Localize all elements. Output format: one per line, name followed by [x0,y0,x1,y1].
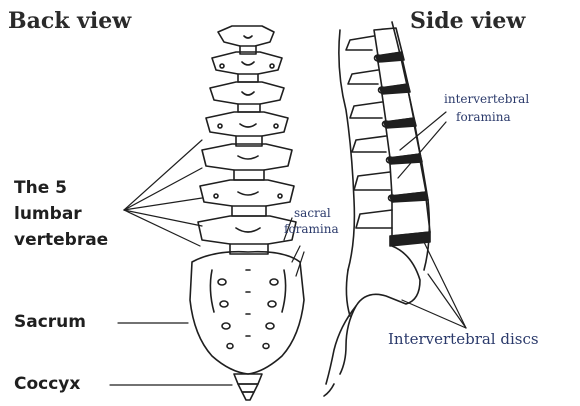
back-view-title: Back view [8,8,131,34]
coccyx-label: Coccyx [14,374,80,394]
lumbar-label-line1: The 5 [14,178,67,198]
lumbar-label-line2: lumbar [14,204,82,224]
side-view-title: Side view [410,8,525,34]
intervertebral-foramina-label-line1: intervertebral [444,92,529,106]
lumbar-label-line3: vertebrae [14,230,108,250]
sacral-foramina-label-line2: foramina [284,222,339,236]
intervertebral-discs-label: Intervertebral discs [388,330,539,348]
sacrum-label: Sacrum [14,312,86,332]
back-view-vertebrae [198,26,296,254]
back-view-coccyx [234,374,262,400]
back-view-sacrum [190,252,304,374]
sacral-foramina-label-line1: sacral [294,206,331,220]
intervertebral-foramina-label-line2: foramina [456,110,511,124]
